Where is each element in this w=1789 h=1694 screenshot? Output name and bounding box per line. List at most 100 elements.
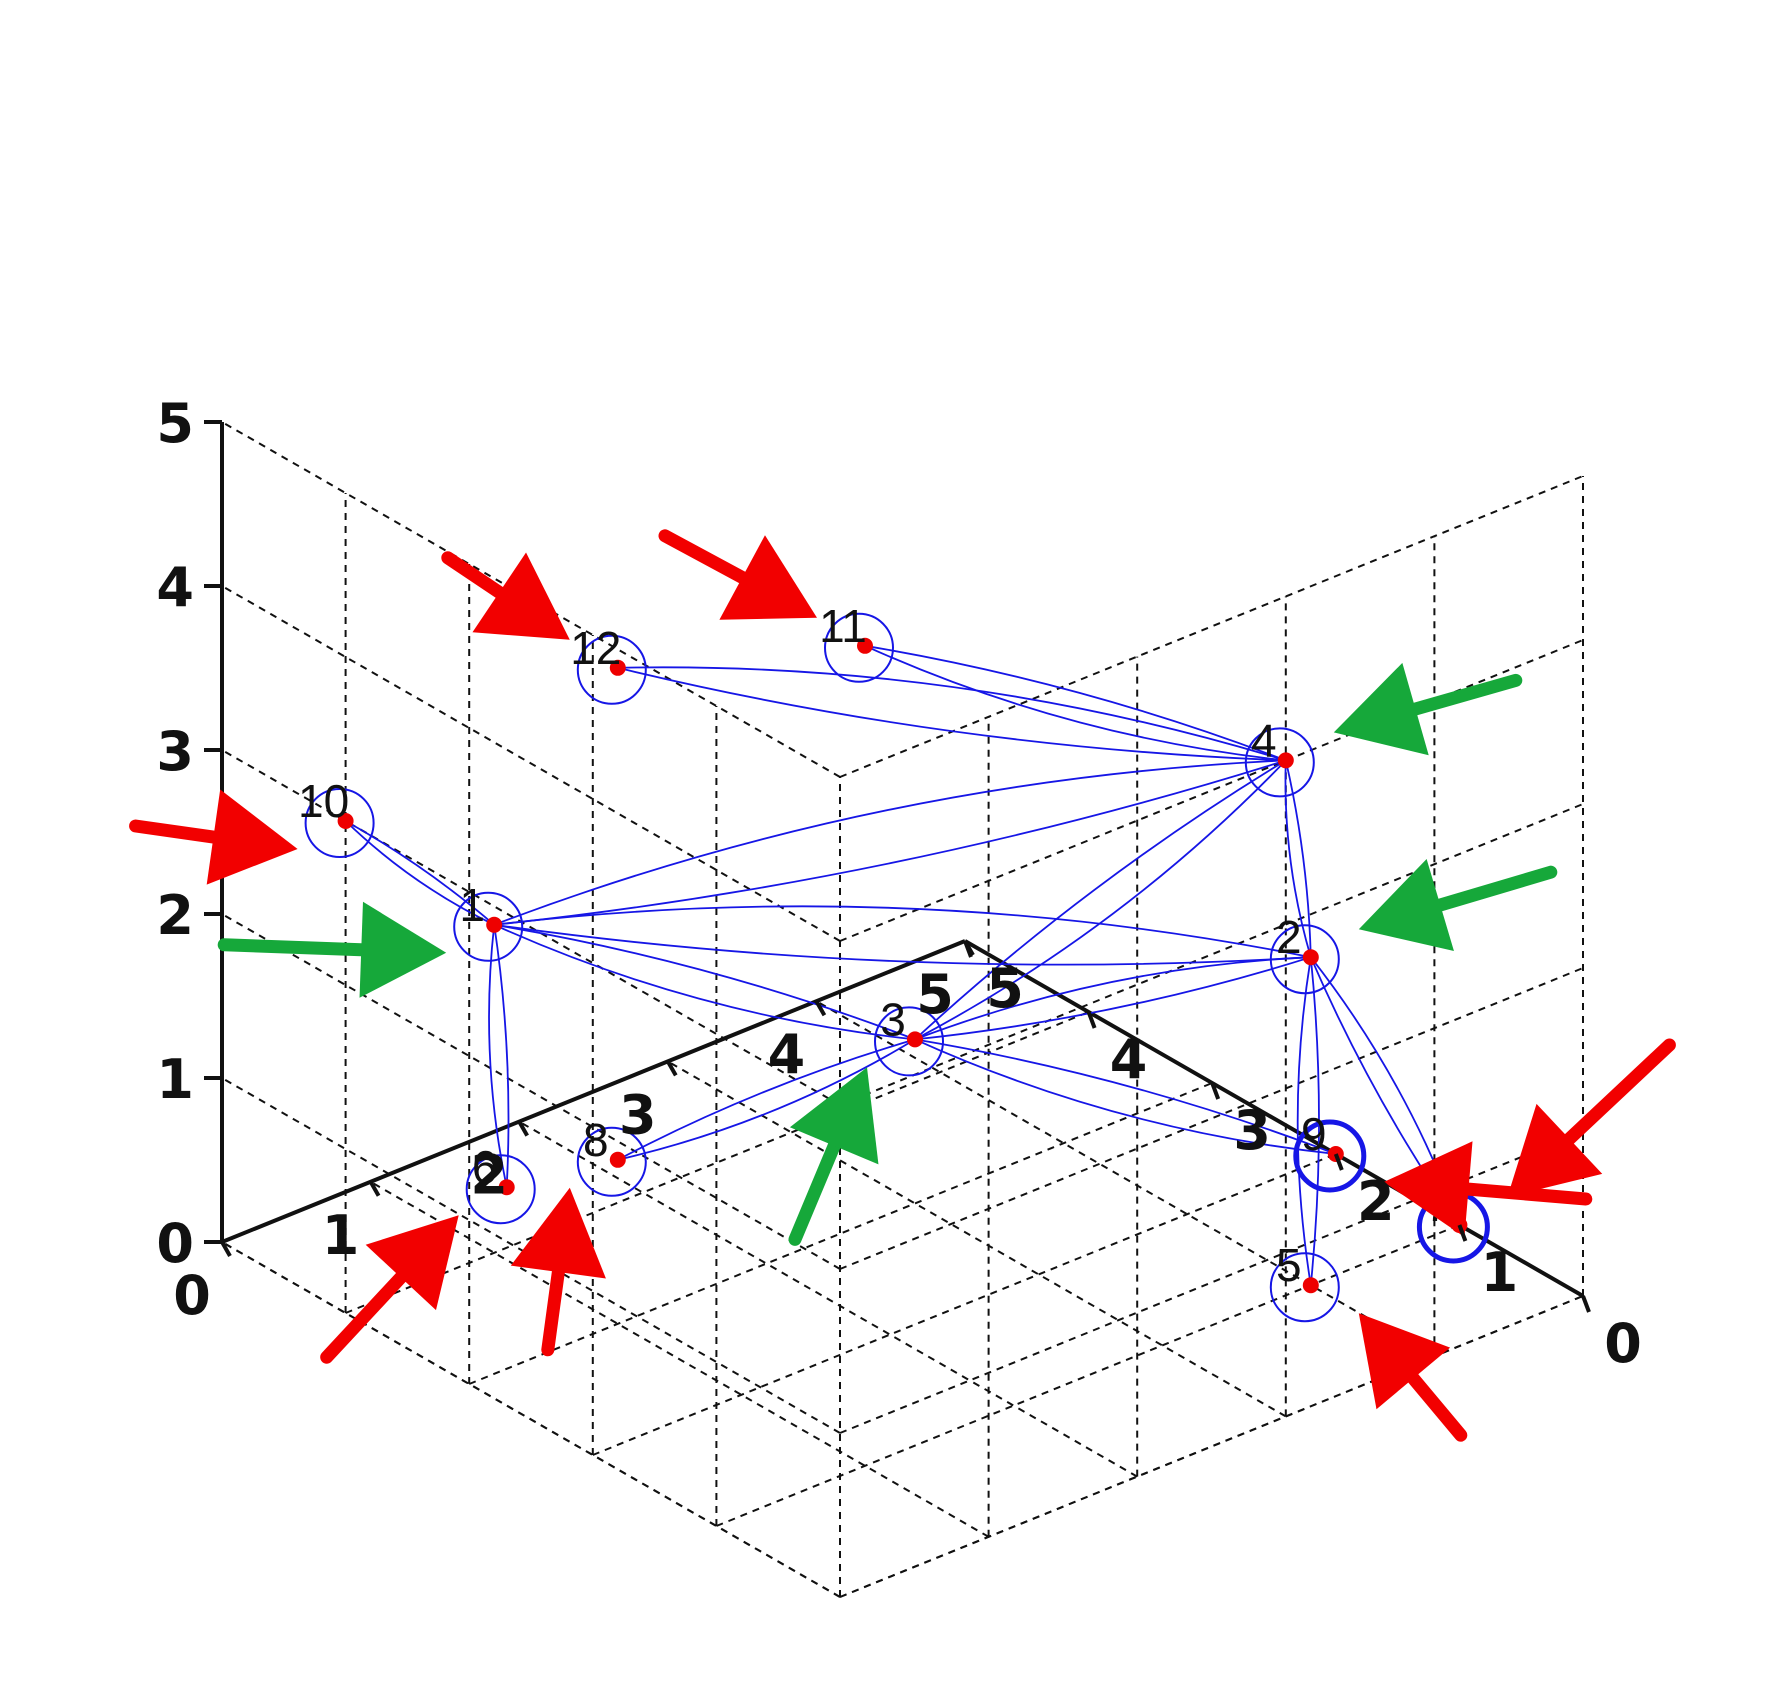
arrow-head [510, 1187, 606, 1279]
y-tick-label: 0 [1604, 1312, 1642, 1375]
nodes: 123456789101112 [298, 600, 1490, 1323]
arrows [129, 529, 1676, 1442]
connection-path [617, 666, 1287, 762]
arrow-head [789, 1067, 879, 1165]
y-tick [1210, 1082, 1221, 1100]
grid-line [468, 1082, 1213, 1385]
connection-path [494, 759, 1287, 926]
node-label: 12 [570, 622, 621, 674]
connection-path [345, 820, 495, 926]
connection-path [914, 956, 1311, 1041]
z-tick-label: 3 [156, 720, 194, 783]
node-circle [824, 612, 894, 683]
z-tick-label: 2 [156, 884, 194, 947]
y-tick [1581, 1295, 1591, 1313]
grid-line [839, 967, 1584, 1270]
arrow-shaft [129, 819, 220, 844]
x-tick-label: 2 [470, 1144, 508, 1207]
node-marker [486, 916, 503, 933]
z-tick-label: 4 [156, 556, 194, 619]
x-tick [814, 1000, 827, 1017]
connection-path [493, 924, 510, 1188]
connection-path [494, 923, 916, 1041]
y-tick-label: 3 [1233, 1099, 1271, 1162]
arrow-shaft [217, 938, 368, 957]
arrow-shaft [1562, 1038, 1676, 1146]
z-tick-label: 5 [156, 392, 194, 455]
node-marker [1277, 752, 1294, 769]
connection-path [344, 820, 495, 926]
grid-line [370, 1180, 990, 1538]
x-tick [368, 1180, 381, 1197]
connection-path [1296, 957, 1312, 1286]
arrow-shaft [658, 529, 749, 584]
grid-line [839, 475, 1584, 778]
arrow-head [359, 901, 447, 998]
node-circle [465, 1154, 536, 1225]
node-circle [1293, 1119, 1367, 1193]
grid-line [667, 1060, 1287, 1418]
connection-path [914, 759, 1287, 1041]
grid-line [716, 1224, 1460, 1527]
node-marker [1302, 1277, 1319, 1294]
connection-path [494, 905, 1311, 959]
connection-path [617, 666, 1286, 762]
arrow-shaft [1462, 1182, 1593, 1206]
x-tick-label: 1 [322, 1204, 360, 1267]
node-label: 4 [1251, 714, 1277, 766]
arrow-shaft [1409, 673, 1523, 716]
arrow-shaft [788, 1139, 841, 1246]
grid-line [221, 913, 841, 1270]
node-marker [498, 1179, 515, 1196]
y-tick-label: 5 [986, 957, 1024, 1020]
connection-path [1284, 760, 1312, 958]
node-marker [609, 659, 626, 676]
grid-line [518, 1120, 1138, 1478]
grid-line [839, 1295, 1584, 1598]
x-tick [666, 1060, 678, 1077]
x-tick [220, 1241, 232, 1257]
node-circle [576, 1126, 647, 1197]
connection-path [494, 923, 1311, 966]
grid-line [592, 1153, 1337, 1456]
connection-path [493, 923, 916, 1041]
arrow-head [1333, 662, 1429, 756]
grid-line [345, 1011, 1089, 1314]
node-label: 3 [880, 993, 906, 1045]
axes [220, 422, 1584, 1298]
z-tick-label: 1 [156, 1048, 194, 1111]
arrow-head [365, 1215, 459, 1311]
node-label: 5 [1276, 1239, 1302, 1291]
arrow-head [1358, 1313, 1451, 1410]
y-axis [964, 939, 1584, 1298]
arrow-shaft [1406, 1371, 1468, 1442]
grid-line [221, 1241, 841, 1598]
x-tick-label: 4 [768, 1023, 806, 1086]
x-tick-label: 3 [619, 1083, 657, 1146]
node-marker [1302, 949, 1319, 966]
node-marker [857, 637, 873, 654]
node-circle [874, 1006, 944, 1077]
node-label: 9 [1301, 1108, 1327, 1160]
connection-path [914, 956, 1312, 1041]
node-circle [1269, 1252, 1340, 1323]
connection-path [493, 759, 1286, 926]
node-label: 6 [472, 1141, 498, 1193]
arrow-shaft [1433, 865, 1558, 912]
connection-path [488, 924, 508, 1188]
connection-path [617, 1038, 916, 1161]
node-marker [609, 1151, 626, 1168]
connection-path [914, 1038, 1336, 1155]
x-tick [517, 1120, 529, 1137]
grid-line [815, 1000, 1435, 1358]
grid-line [221, 585, 841, 942]
arrow-shaft [320, 1270, 408, 1364]
arrow-shaft [541, 1265, 565, 1357]
node-marker [907, 1031, 923, 1048]
connection-path [914, 759, 1287, 1041]
node-label: 11 [819, 600, 867, 652]
node-label: 10 [298, 775, 349, 827]
y-tick [963, 940, 973, 958]
